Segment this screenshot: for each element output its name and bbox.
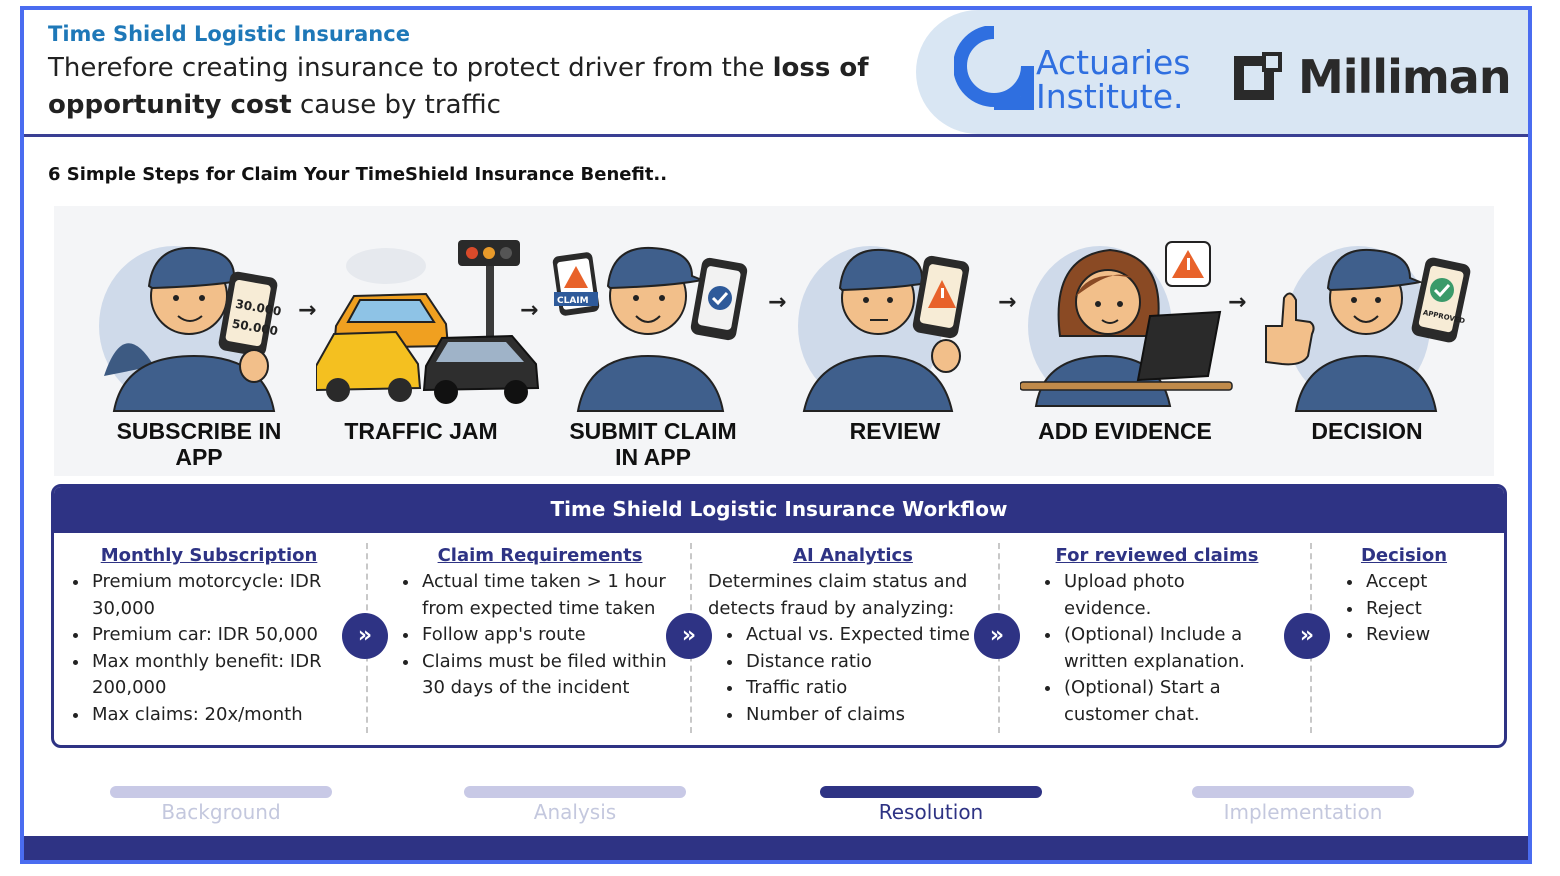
arrow-icon: → [520,298,539,323]
traffic-jam-icon [316,240,540,404]
list-item: Premium motorcycle: IDR 30,000 [90,569,348,622]
arrow-icon: → [768,290,787,315]
chevron-right-icon: » [666,613,712,659]
list-item: Number of claims [744,702,998,729]
brand-title: Time Shield Logistic Insurance [48,22,410,46]
workflow-col-reviewed-claims: For reviewed claims Upload photo evidenc… [1042,543,1272,728]
list-item: Max claims: 20x/month [90,702,348,729]
driver-review-icon [798,246,970,412]
nav-background[interactable]: Background [110,786,332,830]
workflow-col-subscription: Monthly Subscription Premium motorcycle:… [70,543,348,728]
col-title: AI Analytics [793,545,913,566]
workflow-title: Time Shield Logistic Insurance Workflow [54,487,1504,533]
nav-label: Implementation [1223,800,1383,824]
col-title: Decision [1360,545,1448,566]
step-label: DECISION [1311,418,1423,444]
list-item: Premium car: IDR 50,000 [90,622,348,649]
list-item: Claims must be filed within 30 days of t… [420,649,680,702]
nav-bar [820,786,1042,798]
nav-analysis[interactable]: Analysis [464,786,686,830]
milliman-logo-icon [1234,52,1282,100]
headline: Therefore creating insurance to protect … [48,53,869,120]
step-decision: APPROVED DECISION [1262,216,1472,466]
workflow-col-requirements: Claim Requirements Actual time taken > 1… [400,543,680,702]
step-add-evidence: ADD EVIDENCE [1020,216,1233,466]
list-item: (Optional) Include a written explanation… [1062,622,1272,675]
nav-label: Resolution [878,800,984,824]
steps-subtitle: 6 Simple Steps for Claim Your TimeShield… [48,164,668,185]
list-item: (Optional) Start a customer chat. [1062,675,1272,728]
step-label: ADD EVIDENCE [1038,418,1212,444]
nav-resolution[interactable]: Resolution [820,786,1042,830]
col-title: For reviewed claims [1055,545,1259,566]
arrow-icon: → [998,290,1017,315]
list-item: Traffic ratio [744,675,998,702]
list-item: Max monthly benefit: IDR 200,000 [90,649,348,702]
milliman-logo-text: Milliman [1298,50,1512,104]
workflow-col-ai-analytics: AI Analytics Determines claim status and… [708,543,998,728]
actuaries-institute-logo-icon [954,26,1034,110]
chevron-right-icon: » [974,613,1020,659]
list-item: Follow app's route [420,622,680,649]
step-label: TRAFFIC JAM [344,418,498,444]
arrow-icon: → [1228,290,1247,315]
nav-implementation[interactable]: Implementation [1192,786,1414,830]
step-label: REVIEW [849,418,941,444]
footer-bar [24,836,1528,860]
nav-label: Analysis [533,800,617,824]
nav-bar [1192,786,1414,798]
driver-approved-icon: APPROVED [1265,246,1471,412]
list-item: Distance ratio [744,649,998,676]
step-review: REVIEW [790,216,1000,466]
list-item: Review [1364,622,1464,649]
col-title: Claim Requirements [437,545,643,566]
svg-text:CLAIM: CLAIM [557,296,589,306]
workflow-col-decision: Decision Accept Reject Review [1344,543,1464,649]
chevron-right-icon: » [1284,613,1330,659]
workflow-panel: Time Shield Logistic Insurance Workflow … [51,484,1507,748]
chevron-right-icon: » [342,613,388,659]
col-title: Monthly Subscription [100,545,318,566]
arrow-icon: → [298,298,317,323]
logo-area [916,10,1528,134]
header-divider [24,134,1528,137]
list-item: Actual time taken > 1 hour from expected… [420,569,680,622]
col-intro: Determines claim status and detects frau… [708,571,968,619]
nav-bar [110,786,332,798]
nav-label: Background [161,800,281,824]
step-traffic-jam: TRAFFIC JAM [316,216,540,466]
list-item: Reject [1364,596,1464,623]
nav-bar [464,786,686,798]
driver-claim-icon: CLAIM [552,246,748,412]
slide-frame: Time Shield Logistic Insurance Therefore… [20,6,1532,864]
list-item: Upload photo evidence. [1062,569,1272,622]
header: Time Shield Logistic Insurance Therefore… [24,10,1528,134]
driver-phone-icon: 30.000 50.000 [99,246,282,412]
list-item: Actual vs. Expected time [744,622,998,649]
woman-laptop-icon [1020,241,1233,407]
list-item: Accept [1364,569,1464,596]
